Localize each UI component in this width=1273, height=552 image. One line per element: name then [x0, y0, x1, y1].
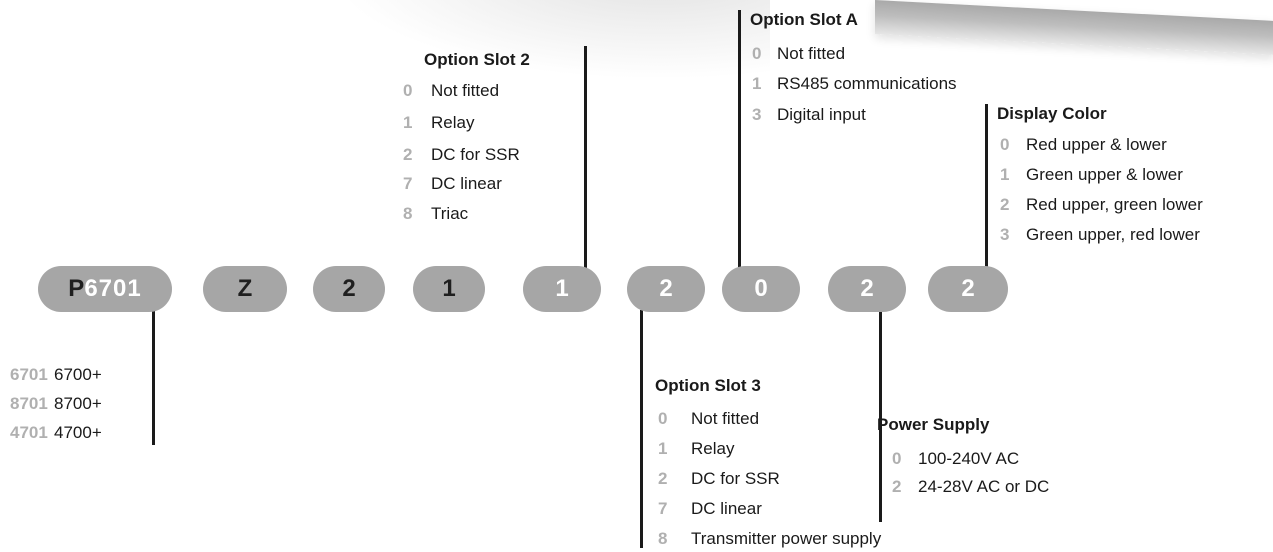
connector-model — [152, 310, 155, 445]
connector-option-slot-2 — [584, 46, 587, 268]
pill-7: 2 — [828, 266, 906, 312]
connector-option-slot-a — [738, 10, 741, 268]
connector-power-supply — [879, 310, 882, 522]
pill-model-number: 6701 — [84, 275, 142, 302]
pill-4: 1 — [523, 266, 601, 312]
pill-8: 2 — [928, 266, 1008, 312]
connector-display-color — [985, 104, 988, 268]
option-slot-2-title: Option Slot 2 — [424, 50, 530, 69]
option-slot-a-title: Option Slot A — [750, 10, 858, 29]
pill-1: Z — [203, 266, 287, 312]
connector-option-slot-3 — [640, 310, 643, 548]
device-edge-image — [875, 0, 1273, 55]
pill-5: 2 — [627, 266, 705, 312]
pill-6: 0 — [722, 266, 800, 312]
pill-2: 2 — [313, 266, 385, 312]
background-photo-fade — [330, 0, 770, 80]
display-color-title: Display Color — [997, 104, 1107, 123]
power-supply-title: Power Supply — [877, 415, 990, 434]
pill-3: 1 — [413, 266, 485, 312]
option-slot-3-title: Option Slot 3 — [655, 376, 761, 395]
pill-model-letter: P — [68, 275, 85, 302]
